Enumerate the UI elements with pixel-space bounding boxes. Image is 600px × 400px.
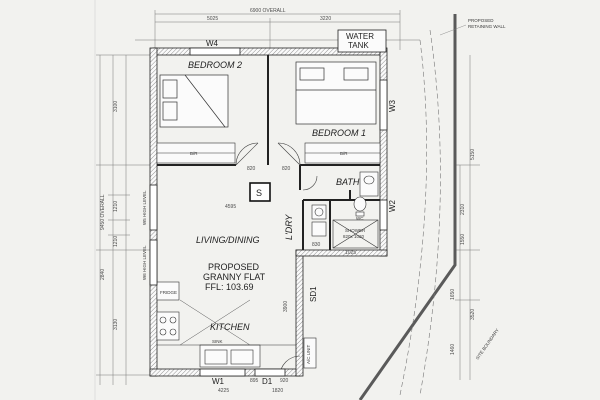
ac-label: A/C UNIT bbox=[306, 344, 311, 364]
door-d1: D1 bbox=[262, 377, 273, 386]
retaining-wall-leader bbox=[439, 24, 467, 36]
room-ldry: L'DRY bbox=[284, 214, 294, 240]
left-dimension-lines bbox=[96, 54, 155, 385]
window-markers bbox=[149, 47, 388, 377]
dim-1650: 1650 bbox=[450, 289, 456, 300]
built-in-robes bbox=[156, 142, 381, 164]
dim-820a: 820 bbox=[247, 166, 256, 172]
window-w3: W3 bbox=[388, 99, 397, 112]
proposed-retaining-wall-line1: PROPOSED bbox=[468, 18, 494, 23]
shower-line1: SHOWER bbox=[345, 228, 366, 233]
door-swings bbox=[235, 142, 318, 377]
dim-1210a: 1210 bbox=[113, 201, 119, 212]
dim-3100: 3100 bbox=[113, 101, 119, 112]
dim-820b: 820 bbox=[282, 166, 291, 172]
top-dim-right: 3220 bbox=[320, 16, 331, 22]
dim-1820: 1820 bbox=[272, 388, 283, 394]
room-living: LIVING/DINING bbox=[196, 235, 260, 245]
bir-1: B/R bbox=[190, 151, 198, 156]
window-w1: W1 bbox=[212, 377, 225, 386]
water-tank-line1: WATER bbox=[346, 32, 374, 41]
bed-bedroom1 bbox=[295, 61, 377, 125]
room-bedroom2: BEDROOM 2 bbox=[188, 60, 242, 70]
shower-line2: 820x 1020 bbox=[343, 234, 365, 239]
window-w6: W6 HIGH LEVEL bbox=[142, 245, 147, 280]
fridge-label: FRIDGE bbox=[160, 290, 177, 295]
dim-1460: 1460 bbox=[450, 344, 456, 355]
sink-label: SINK bbox=[212, 339, 223, 344]
dim-5150: 5150 bbox=[470, 149, 476, 160]
dim-1210b: 1210 bbox=[113, 236, 119, 247]
window-w2: W2 bbox=[388, 199, 397, 212]
top-dim-left: 5025 bbox=[207, 16, 218, 22]
shower bbox=[332, 219, 379, 249]
dim-830: 830 bbox=[312, 242, 321, 248]
laundry-fixtures bbox=[311, 204, 327, 237]
dim-1550: 1550 bbox=[460, 234, 466, 245]
smoke-detector: S bbox=[249, 182, 271, 202]
water-tank: WATER TANK bbox=[337, 29, 387, 53]
water-tank-line2: TANK bbox=[348, 41, 369, 50]
title-ffl: FFL: 103.69 bbox=[205, 282, 254, 292]
property-boundary-line bbox=[358, 14, 457, 400]
window-w4: W4 bbox=[206, 39, 219, 48]
bir-2: B/R bbox=[340, 151, 348, 156]
dim-895: 895 bbox=[250, 378, 259, 384]
left-overall-dim: 9450 OVERALL bbox=[100, 194, 106, 230]
bath-fixtures bbox=[353, 171, 379, 217]
top-overall-dim: 6900 OVERALL bbox=[250, 8, 286, 14]
dim-3520: 3520 bbox=[470, 309, 476, 320]
retaining-wall-curve-outer bbox=[419, 29, 441, 396]
right-dimension-lines bbox=[455, 55, 480, 380]
dim-4225: 4225 bbox=[218, 388, 229, 394]
dim-3120: 3130 bbox=[113, 319, 119, 330]
dim-920: 920 bbox=[280, 378, 289, 384]
interior-walls bbox=[157, 55, 380, 250]
title-line1: PROPOSED bbox=[208, 262, 260, 272]
dim-3900: 3900 bbox=[283, 301, 289, 312]
bed-bedroom2 bbox=[159, 74, 229, 128]
wc-label: WC bbox=[356, 216, 364, 221]
dim-2840: 2840 bbox=[100, 269, 106, 280]
room-bedroom1: BEDROOM 1 bbox=[312, 128, 366, 138]
retaining-wall-curve bbox=[399, 39, 427, 396]
room-bath: BATH bbox=[336, 177, 360, 187]
smoke-detector-label: S bbox=[256, 188, 262, 198]
ac-unit: A/C UNIT bbox=[303, 337, 317, 369]
proposed-retaining-wall-line2: RETAINING WALL bbox=[468, 24, 506, 29]
sliding-door-sd1: SD1 bbox=[309, 286, 318, 302]
dim-2310: 2310 bbox=[460, 204, 466, 215]
window-w5: W5 HIGH LEVEL bbox=[142, 190, 147, 225]
dim-1025: 1025 bbox=[345, 250, 356, 256]
kitchen-diagonals bbox=[179, 299, 251, 346]
room-kitchen: KITCHEN bbox=[210, 322, 250, 332]
title-line2: GRANNY FLAT bbox=[203, 272, 266, 282]
dim-4595: 4595 bbox=[225, 204, 236, 210]
kitchen-fixtures bbox=[156, 281, 296, 368]
